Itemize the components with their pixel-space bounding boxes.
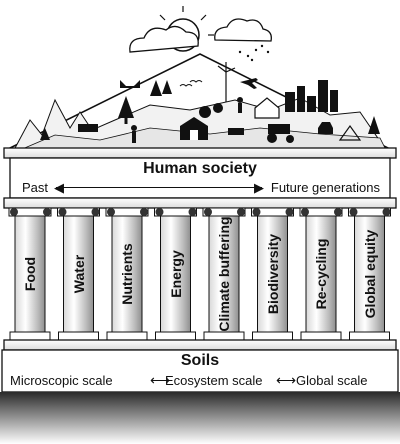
scale-arrow-2: ⟷: [276, 372, 297, 388]
pillar-label: Biodiversity: [264, 233, 281, 315]
people-icon: [131, 97, 243, 143]
pillars: [8, 207, 391, 341]
ground-shadow: [0, 392, 400, 444]
society-slab: [3, 147, 397, 159]
house-icon: [254, 97, 280, 119]
pillar-label: Re-cycling: [313, 238, 329, 310]
pillar-label: Climate buffering: [216, 216, 232, 332]
society-panel: [9, 157, 391, 199]
scale-global: Global scale: [296, 373, 368, 388]
rain-icon: [238, 44, 270, 62]
entablature-slab: [3, 197, 397, 209]
pillar-label: Nutrients: [119, 243, 135, 305]
past-label: Past: [22, 180, 49, 195]
barn-icon: [180, 117, 208, 140]
city-icon: [285, 80, 338, 112]
pillar: [348, 207, 391, 341]
soils-panel: [1, 349, 399, 393]
birds-icon: [179, 80, 203, 87]
cloud-icon: [129, 18, 272, 53]
airplane-icon: [240, 78, 258, 89]
tent-icon: [338, 124, 362, 141]
scale-microscopic: Microscopic scale: [10, 373, 113, 388]
pillar: [57, 207, 100, 341]
pillar-label: Food: [22, 256, 38, 292]
base-slab: [3, 339, 397, 351]
pillar-label: Water: [70, 254, 87, 294]
scale-ecosystem: Ecosystem scale: [165, 373, 263, 388]
soils-title: Soils: [180, 352, 220, 369]
pillar-label: Global equity: [361, 229, 378, 319]
pillar: [299, 207, 343, 341]
wind-turbine-icon: [217, 62, 236, 102]
future-label: Future generations: [270, 180, 380, 195]
pillar-label: Energy: [167, 250, 184, 298]
time-arrow: [56, 180, 262, 195]
pillar: [202, 207, 246, 341]
tractor-icon: [267, 124, 294, 143]
pillar: [105, 207, 149, 341]
scale-arrow-1: ⟷: [150, 372, 171, 388]
time-arrow-left-head: ◀: [54, 180, 64, 195]
time-arrow-right-head: ▶: [254, 180, 264, 195]
trees-icon: [40, 80, 380, 140]
society-title: Human society: [143, 160, 257, 177]
animals-icon: [78, 80, 333, 135]
pillar: [154, 207, 197, 341]
